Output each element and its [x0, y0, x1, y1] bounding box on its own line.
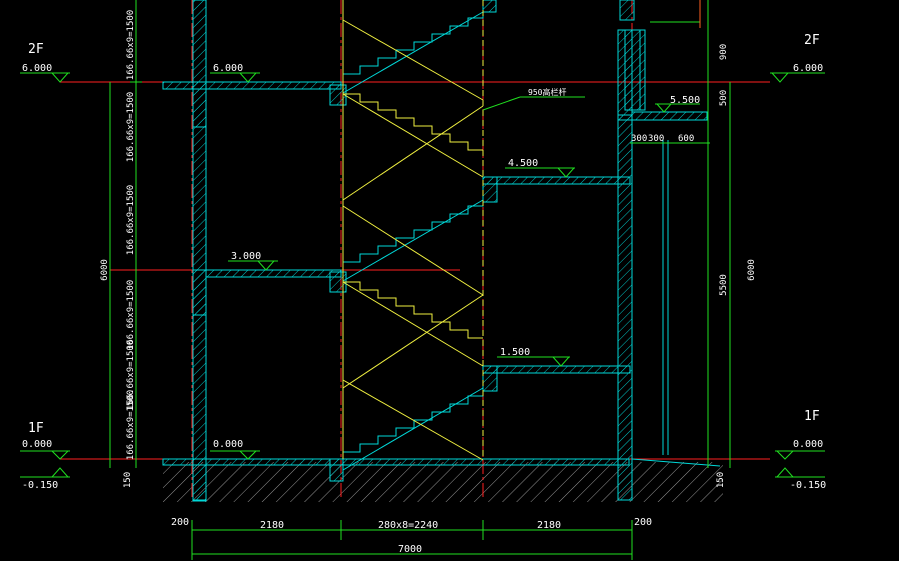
labels: 2F 2F 1F 1F 6.000 6.000 6.000 3.000 0.00… [22, 33, 826, 555]
slab-3000-beam [192, 269, 207, 316]
cross-c2 [342, 205, 484, 296]
dim-right-200: 200 [634, 517, 652, 528]
dim-total: 7000 [398, 544, 422, 555]
lv-m150-l-tri [50, 467, 70, 478]
dim-seg3: 2180 [537, 520, 561, 531]
cross-a1 [342, 281, 484, 367]
level-3000: 3.000 [231, 251, 261, 262]
floor-2f-right: 2F [804, 33, 820, 48]
floor-0000-beam2 [329, 458, 344, 482]
dim-900: 900 [719, 44, 729, 60]
floor-2f-left: 2F [28, 42, 44, 57]
ground-hatch [163, 462, 723, 502]
riser-dim-5: 166.66x9=1500 [126, 390, 136, 460]
dim-300b: 300 [648, 134, 664, 144]
dim-left-200: 200 [171, 517, 189, 528]
top-stub-right2 [619, 0, 635, 21]
flight-1-soffit [342, 387, 484, 471]
dim-300: 300 [631, 134, 647, 144]
flight-3-soffit [342, 199, 484, 282]
slab-3000 [205, 269, 342, 278]
dim-base-right: 150 [716, 472, 726, 488]
level-0000-inner: 0.000 [213, 439, 243, 450]
dim-seg2: 280x8=2240 [378, 520, 438, 531]
cross-b2 [342, 105, 484, 201]
flight-5-soffit [342, 11, 484, 94]
level-6000-right: 6.000 [793, 63, 823, 74]
leader-rail [482, 96, 521, 111]
dim-500: 500 [719, 90, 729, 106]
level-m150-left: -0.150 [22, 480, 58, 491]
flight-3-steps [342, 184, 484, 270]
lv-0000-l-tri [50, 450, 70, 460]
dim-base-left: 150 [123, 472, 133, 488]
stair-flights-beyond [342, 0, 484, 461]
landing-4500-beam [482, 176, 498, 203]
ground-slope [631, 458, 721, 467]
stair-flights [342, 0, 484, 471]
level-1500: 1.500 [500, 347, 530, 358]
lv-6000-i-tri [238, 72, 258, 83]
lv-4500-tri [556, 167, 576, 178]
riser-dim-1: 166.66x9=1500 [126, 92, 136, 162]
dim-600: 600 [678, 134, 694, 144]
level-0000-left: 0.000 [22, 439, 52, 450]
flight-1-steps [342, 372, 484, 459]
slab-6000-beam [192, 81, 207, 128]
level-4500: 4.500 [508, 158, 538, 169]
lv-5500-tri [655, 103, 673, 113]
level-0000-right: 0.000 [793, 439, 823, 450]
flight-5-steps [342, 0, 484, 82]
landing-1500-beam [482, 365, 498, 392]
right-wall [617, 114, 633, 501]
cross-c1 [342, 19, 484, 101]
landing-1500 [482, 365, 631, 374]
dim-total-right: 6000 [747, 259, 757, 281]
landing-4500 [482, 176, 631, 185]
window-frame [631, 30, 721, 467]
level-m150-right: -0.150 [790, 480, 826, 491]
landing-6000 [329, 84, 347, 106]
lv-0000-i-tri [238, 450, 258, 460]
floor-0000 [162, 458, 630, 466]
lv-1500-tri [551, 356, 571, 367]
parapet [624, 29, 646, 111]
level-5500: 5.500 [670, 95, 700, 106]
slab-6000 [162, 81, 342, 90]
riser-dim-top: 166.66x9=1500 [126, 10, 136, 80]
top-stub-right [482, 0, 497, 13]
level-marks [20, 72, 825, 478]
lv-6000-r-tri [770, 72, 790, 83]
cross-b1 [342, 93, 484, 178]
riser-dim-2: 166.66x9=1500 [126, 185, 136, 255]
flight-4-steps [343, 93, 483, 151]
floor-0000-beam [192, 458, 207, 502]
left-wall [192, 0, 207, 501]
riser-dim-3: 166.66x9=1500 [126, 280, 136, 350]
dim-total-left: 6000 [100, 259, 110, 281]
rail-note: 950高栏杆 [528, 87, 566, 97]
cross-a2 [342, 294, 484, 389]
flight-2-steps [343, 281, 483, 339]
floor-1f-right: 1F [804, 409, 820, 424]
dim-seg1: 2180 [260, 520, 284, 531]
level-6000-inner: 6.000 [213, 63, 243, 74]
vertical-dim-labels: 166.66x9=1500 166.66x9=1500 166.66x9=150… [100, 10, 757, 488]
lv-m150-r-tri [775, 467, 795, 478]
lv-6000-l-tri [50, 72, 70, 83]
lv-0000-r-tri [775, 450, 795, 460]
level-6000-left: 6.000 [22, 63, 52, 74]
canopy [631, 111, 708, 121]
cross-d [342, 379, 484, 461]
dim-5500: 5500 [719, 274, 729, 296]
floor-1f-left: 1F [28, 421, 44, 436]
lv-3000-tri [256, 260, 276, 271]
dimension-lines [109, 0, 731, 560]
riser-dim-4: 166.66x9=1500 [126, 340, 136, 410]
